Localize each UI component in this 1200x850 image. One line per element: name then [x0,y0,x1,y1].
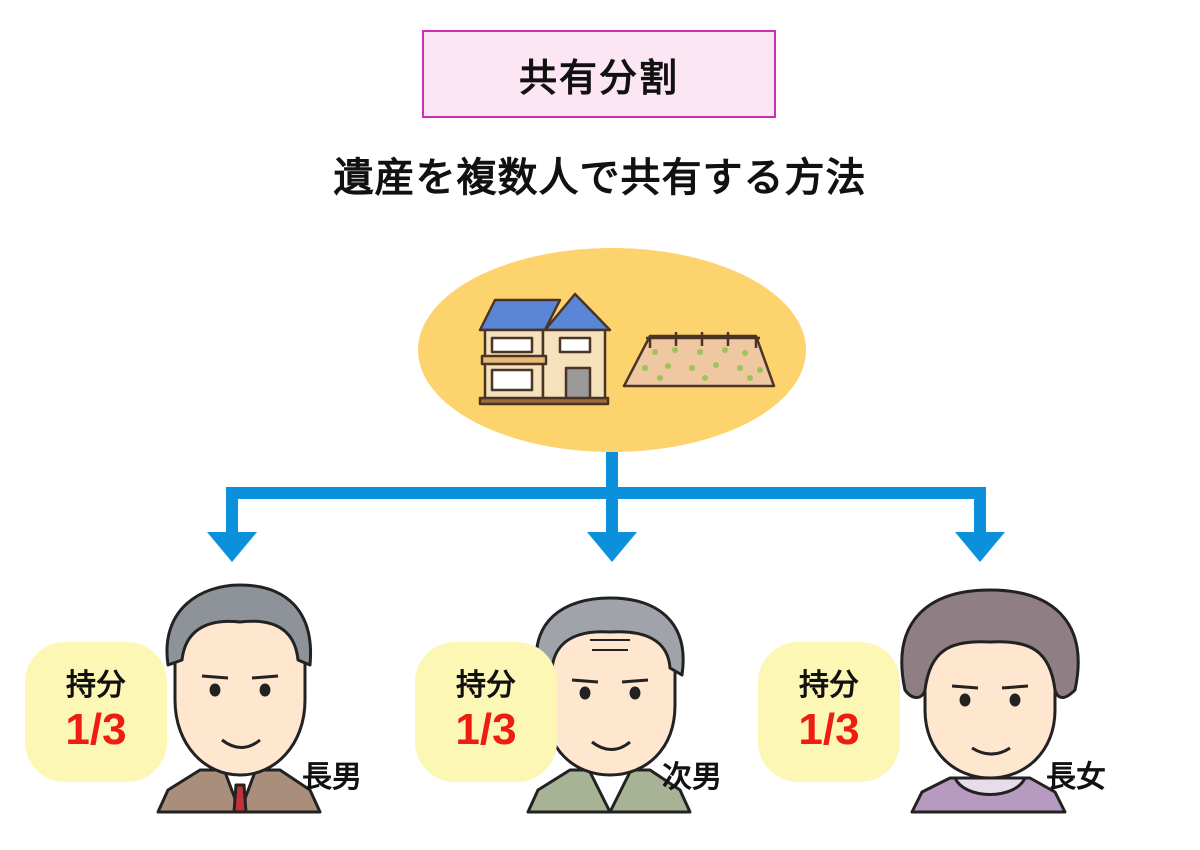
page-subtitle: 遺産を複数人で共有する方法 [333,155,867,201]
eldest-son-illustration [156,583,322,814]
share-label: 持分 [799,668,859,703]
share-value: 1/3 [798,705,860,754]
share-label: 持分 [456,668,516,703]
heir-name-eldest-daughter: 長女 [1046,760,1106,795]
land-icon [622,332,776,388]
arrow-head-right [955,532,1005,562]
house-icon [478,292,612,406]
distribution-arrows [226,452,986,537]
share-value: 1/3 [455,705,517,754]
second-son-illustration [526,596,692,814]
share-label: 持分 [66,668,126,703]
page-title: 共有分割 [422,30,776,118]
arrow-head-left [207,532,257,562]
share-badge-eldest-daughter: 持分 1/3 [758,642,900,782]
eldest-daughter-illustration [900,588,1080,814]
heir-name-second-son: 次男 [662,760,722,795]
share-badge-eldest-son: 持分 1/3 [25,642,167,782]
share-badge-second-son: 持分 1/3 [415,642,557,782]
share-value: 1/3 [65,705,127,754]
arrow-head-center [587,532,637,562]
heir-name-eldest-son: 長男 [302,760,362,795]
